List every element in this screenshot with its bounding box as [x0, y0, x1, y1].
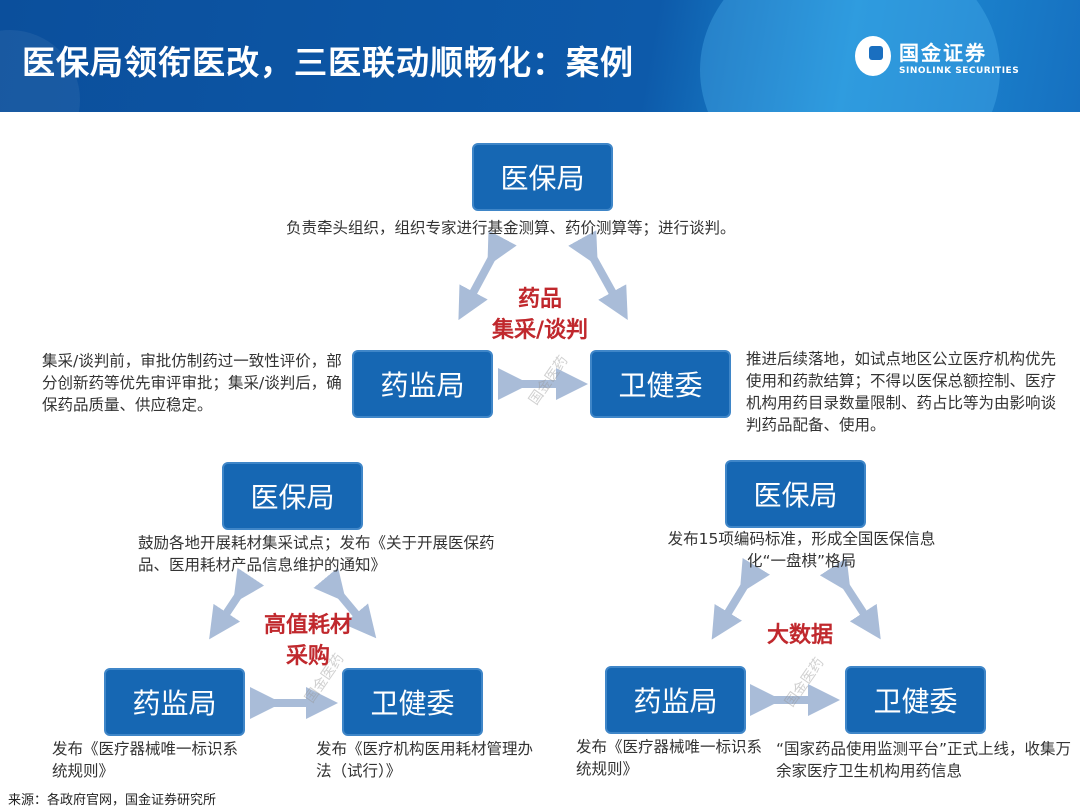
top-center-label: 药品 集采/谈判	[470, 284, 610, 346]
right-center-label: 大数据	[766, 623, 833, 648]
label-line1: 药品	[517, 287, 562, 312]
page-title: 医保局领衔医改，三医联动顺畅化：案例	[22, 43, 634, 82]
left-center-label: 高值耗材 采购	[228, 610, 388, 672]
header-banner: 医保局领衔医改，三医联动顺畅化：案例 国金证券 SINOLINK SECURIT…	[0, 0, 1080, 112]
wjw-top-desc: 推进后续落地，如试点地区公立医疗机构优先使用和药款结算；不得以医保总额控制、医疗…	[746, 350, 1057, 434]
yjj-right-desc: 发布《医疗器械唯一标识系统规则》	[576, 738, 763, 778]
node-wjw-top: 卫健委	[590, 350, 731, 418]
yjj-left-desc: 发布《医疗器械唯一标识系统规则》	[52, 740, 239, 780]
double-arrow-icon	[209, 567, 265, 640]
double-arrow-icon	[819, 557, 881, 640]
node-yjj-top: 药监局	[352, 350, 493, 418]
logo-en: SINOLINK SECURITIES	[899, 65, 1020, 76]
ybj-top-desc: 负责牵头组织，组织专家进行基金测算、药价测算等；进行谈判。	[286, 219, 736, 237]
header-decoration	[700, 0, 1000, 112]
double-arrow-icon	[711, 558, 770, 640]
ybj-left-desc: 鼓励各地开展耗材集采试点；发布《关于开展医保药品、医用耗材产品信息维护的通知》	[138, 534, 495, 574]
double-arrow-icon	[313, 567, 377, 639]
ybj-right-desc: 发布15项编码标准，形成全国医保信息化“一盘棋”格局	[667, 530, 936, 570]
wjw-left-desc: 发布《医疗机构医用耗材管理办法（试行）》	[316, 740, 534, 780]
node-ybj-right: 医保局	[725, 460, 866, 528]
double-arrow-icon	[568, 230, 628, 320]
node-wjw-left: 卫健委	[342, 668, 483, 736]
yjj-top-desc: 集采/谈判前，审批仿制药过一致性评价，部分创新药等优先审评审批；集采/谈判后，确…	[42, 352, 342, 414]
label-line1: 高值耗材	[263, 613, 352, 638]
wjw-right-desc: “国家药品使用监测平台”正式上线，收集万余家医疗卫生机构用药信息	[776, 740, 1072, 780]
logo-cn: 国金证券	[899, 40, 987, 65]
logo-icon	[855, 36, 891, 76]
double-arrow-icon	[458, 230, 517, 321]
label-line2: 采购	[285, 644, 330, 669]
node-ybj-top: 医保局	[472, 143, 613, 211]
company-logo: 国金证券 SINOLINK SECURITIES	[855, 36, 1019, 76]
node-yjj-right: 药监局	[605, 666, 746, 734]
node-ybj-left: 医保局	[222, 462, 363, 530]
node-yjj-left: 药监局	[104, 668, 245, 736]
label-line2: 集采/谈判	[491, 318, 589, 343]
source-note: 来源：各政府官网，国金证券研究所	[8, 793, 217, 808]
node-wjw-right: 卫健委	[845, 666, 986, 734]
